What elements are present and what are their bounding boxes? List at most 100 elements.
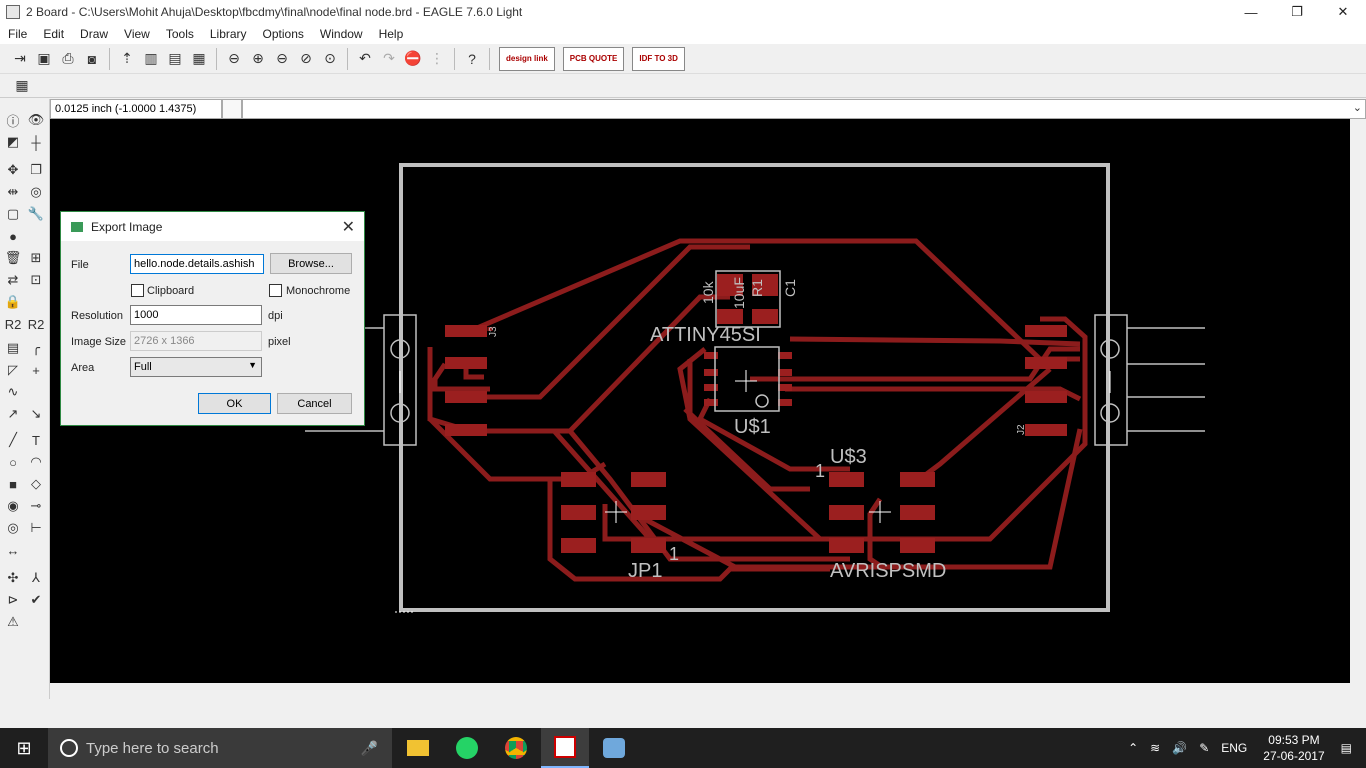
rotate-icon[interactable]: ◎ xyxy=(30,184,42,199)
horizontal-scrollbar[interactable] xyxy=(50,683,1350,699)
paint-icon[interactable] xyxy=(590,728,638,768)
taskbar-search[interactable]: Type here to search 🎤 xyxy=(48,728,392,768)
wifi-icon[interactable]: ≋ xyxy=(1150,741,1161,755)
hole-icon[interactable]: ◎ xyxy=(7,520,19,535)
redo-icon[interactable]: ↷ xyxy=(383,50,395,66)
command-history-button[interactable] xyxy=(222,99,242,119)
erc-icon[interactable]: ⊳ xyxy=(7,592,19,607)
display-icon[interactable]: ◩ xyxy=(6,134,20,149)
rect-icon[interactable]: ■ xyxy=(9,476,17,492)
miter-icon[interactable]: ╭ xyxy=(32,340,40,355)
browse-button[interactable]: Browse... xyxy=(270,253,352,274)
move-icon[interactable]: ✥ xyxy=(7,162,19,177)
script-run-icon[interactable]: ▤ xyxy=(168,50,182,66)
clock[interactable]: 09:53 PM 27-06-2017 xyxy=(1263,732,1324,764)
value-icon[interactable]: R2 xyxy=(27,316,45,332)
ratsnest-icon[interactable]: + xyxy=(32,362,40,378)
info-icon[interactable]: ⓘ xyxy=(6,113,20,129)
vertical-scrollbar[interactable] xyxy=(1350,119,1366,683)
wire-icon[interactable]: ╱ xyxy=(9,432,17,447)
zoom-out-icon[interactable]: ⊖ xyxy=(276,50,288,66)
menu-tools[interactable]: Tools xyxy=(165,27,194,41)
volume-icon[interactable]: 🔊 xyxy=(1172,741,1188,755)
dialog-close-icon[interactable]: ✕ xyxy=(341,219,355,236)
dimension-icon[interactable]: ↔ xyxy=(6,542,20,558)
menu-library[interactable]: Library xyxy=(209,27,247,41)
zoom-select-icon[interactable]: ⊙ xyxy=(324,50,336,66)
help-icon[interactable]: ? xyxy=(468,50,476,67)
delete-icon[interactable]: 🗑 xyxy=(4,250,22,265)
cam-processor-icon[interactable]: ◙ xyxy=(87,50,97,67)
ulp-icon[interactable]: ▥ xyxy=(144,50,158,66)
clipboard-checkbox[interactable] xyxy=(131,284,144,297)
open-icon[interactable]: ⇥ xyxy=(14,50,26,66)
text-icon[interactable]: T xyxy=(32,432,40,448)
optimize-icon[interactable]: ⊞ xyxy=(30,250,42,265)
add-icon[interactable]: ⊡ xyxy=(30,272,42,287)
file-explorer-icon[interactable] xyxy=(394,728,442,768)
signal-icon[interactable]: ⊸ xyxy=(30,498,42,513)
meander-icon[interactable]: ∿ xyxy=(7,384,19,399)
restore-button[interactable]: ❐ xyxy=(1291,4,1303,19)
autorouter-icon[interactable]: ⅄ xyxy=(32,570,40,585)
via-icon[interactable]: ◉ xyxy=(7,498,19,513)
menu-window[interactable]: Window xyxy=(319,27,363,41)
resolution-spinner[interactable]: 1000 xyxy=(130,305,262,325)
chevron-up-icon[interactable]: ⌃ xyxy=(1128,741,1139,755)
whatsapp-icon[interactable] xyxy=(443,728,491,768)
print-icon[interactable]: ⎙ xyxy=(62,50,74,66)
eagle-taskbar-icon[interactable] xyxy=(541,728,589,768)
group-icon[interactable]: ▢ xyxy=(6,206,20,221)
save-icon[interactable]: ▣ xyxy=(37,50,51,66)
undo-icon[interactable]: ↶ xyxy=(359,50,371,66)
show-icon[interactable]: 👁 xyxy=(27,112,45,127)
language-indicator[interactable]: ENG xyxy=(1221,741,1248,755)
paste-icon[interactable]: ● xyxy=(9,228,17,244)
polygon-icon[interactable]: ◇ xyxy=(31,476,41,491)
split-icon[interactable]: ⇄ xyxy=(7,272,19,287)
menu-help[interactable]: Help xyxy=(378,27,404,41)
copy-icon[interactable]: ❐ xyxy=(30,162,42,177)
ripup-icon[interactable]: ↘ xyxy=(30,406,42,421)
pcb-quote-button[interactable]: PCB QUOTE xyxy=(562,46,625,71)
mark-icon[interactable]: ┼ xyxy=(31,134,41,150)
idf-to-3d-button[interactable]: IDF TO 3D xyxy=(632,46,685,71)
command-line-input[interactable]: ⌄ xyxy=(242,99,1366,119)
split-wire-icon[interactable]: ◸ xyxy=(8,362,18,377)
zoom-redraw-icon[interactable]: ⊘ xyxy=(300,50,312,66)
lock-icon[interactable]: 🔒 xyxy=(4,294,22,309)
attribute-icon[interactable]: ⊢ xyxy=(30,520,42,535)
route-icon[interactable]: ↗ xyxy=(7,406,19,421)
notification-icon[interactable]: ▤ xyxy=(1340,741,1352,755)
chevron-down-icon[interactable]: ⌄ xyxy=(1352,102,1362,114)
pen-icon[interactable]: ✎ xyxy=(1199,741,1210,755)
monochrome-checkbox[interactable] xyxy=(269,284,282,297)
drc-icon[interactable]: ✔ xyxy=(30,592,42,607)
zoom-fit-icon[interactable]: ⊖ xyxy=(228,50,240,66)
menu-view[interactable]: View xyxy=(124,27,150,41)
microphone-icon[interactable]: 🎤 xyxy=(360,739,378,756)
name-icon[interactable]: R2 xyxy=(4,316,22,332)
change-icon[interactable]: 🔧 xyxy=(27,206,45,221)
smash-icon[interactable]: ▤ xyxy=(6,340,20,355)
file-input[interactable]: hello.node.details.ashish xyxy=(130,254,264,274)
windows-start-icon[interactable]: ⊞ xyxy=(16,737,32,758)
area-select[interactable]: Full ▼ xyxy=(130,357,262,377)
menu-edit[interactable]: Edit xyxy=(43,27,65,41)
close-button[interactable]: ✕ xyxy=(1337,4,1349,19)
chrome-icon[interactable] xyxy=(492,728,540,768)
circle-icon[interactable]: ○ xyxy=(9,454,17,470)
go-icon[interactable]: ⋮ xyxy=(430,50,444,66)
stop-icon[interactable]: ⛔ xyxy=(404,50,422,66)
layer-icon[interactable]: ▦ xyxy=(192,50,206,66)
menu-file[interactable]: File xyxy=(8,27,28,41)
menu-options[interactable]: Options xyxy=(262,27,304,41)
ok-button[interactable]: OK xyxy=(198,393,271,414)
cancel-button[interactable]: Cancel xyxy=(277,393,352,414)
minimize-button[interactable]: — xyxy=(1244,4,1258,20)
arc-icon[interactable]: ◠ xyxy=(30,454,42,469)
ratsnest-calc-icon[interactable]: ✣ xyxy=(7,570,19,585)
script-icon[interactable]: ⇡ xyxy=(121,50,133,66)
design-link-button[interactable]: design link xyxy=(499,46,555,71)
zoom-in-icon[interactable]: ⊕ xyxy=(252,50,264,66)
